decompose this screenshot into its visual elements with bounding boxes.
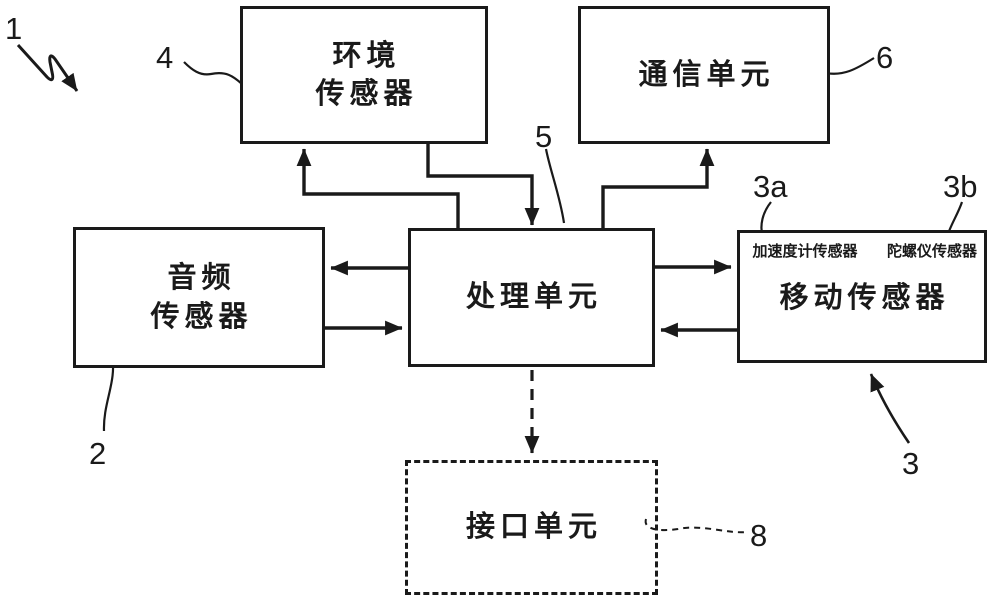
motion-sensor-box: 加速度计传感器 陀螺仪传感器 移动传感器: [737, 230, 987, 363]
audio-sensor-label-line2: 传感器: [150, 300, 253, 333]
interface-unit-label: 接口单元: [465, 511, 602, 544]
pointer-ref-8: [644, 518, 748, 534]
communication-unit-box: 通信单元: [578, 6, 830, 144]
ref-label-audio: 2: [89, 436, 107, 471]
processing-unit-box: 处理单元: [408, 228, 655, 367]
environment-sensor-label-line2: 传感器: [315, 78, 418, 110]
ref-label-environment: 4: [156, 40, 174, 75]
ref-label-communication: 6: [876, 40, 894, 75]
pointer-ref-1: [16, 43, 79, 92]
arrow-processing-to-environment: [296, 148, 460, 228]
audio-sensor-label-line1: 音频: [167, 262, 236, 295]
environment-sensor-box: 环境 传感器: [240, 6, 488, 144]
arrow-processing-to-communication: [601, 148, 715, 228]
arrow-environment-to-processing: [426, 144, 540, 226]
processing-unit-label: 处理单元: [465, 281, 602, 314]
environment-sensor-label-line1: 环境: [332, 39, 401, 72]
ref-label-gyroscope: 3b: [943, 169, 978, 204]
accelerometer-sensor-label: 加速度计传感器: [752, 244, 858, 260]
ref-label-system: 1: [5, 11, 23, 46]
ref-label-motion: 3: [902, 446, 920, 481]
gyroscope-sensor-label: 陀螺仪传感器: [886, 244, 977, 260]
communication-unit-label: 通信单元: [638, 58, 775, 91]
ref-label-processing: 5: [535, 119, 553, 154]
ref-label-accelerometer: 3a: [753, 169, 788, 204]
pointer-ref-3: [869, 373, 911, 444]
ref-label-interface: 8: [750, 518, 768, 553]
motion-sensor-label: 移动传感器: [779, 282, 950, 314]
audio-sensor-box: 音频 传感器: [73, 227, 325, 368]
interface-unit-box: 接口单元: [405, 460, 658, 595]
pointer-ref-4: [183, 61, 243, 85]
pointer-ref-5: [544, 148, 566, 224]
